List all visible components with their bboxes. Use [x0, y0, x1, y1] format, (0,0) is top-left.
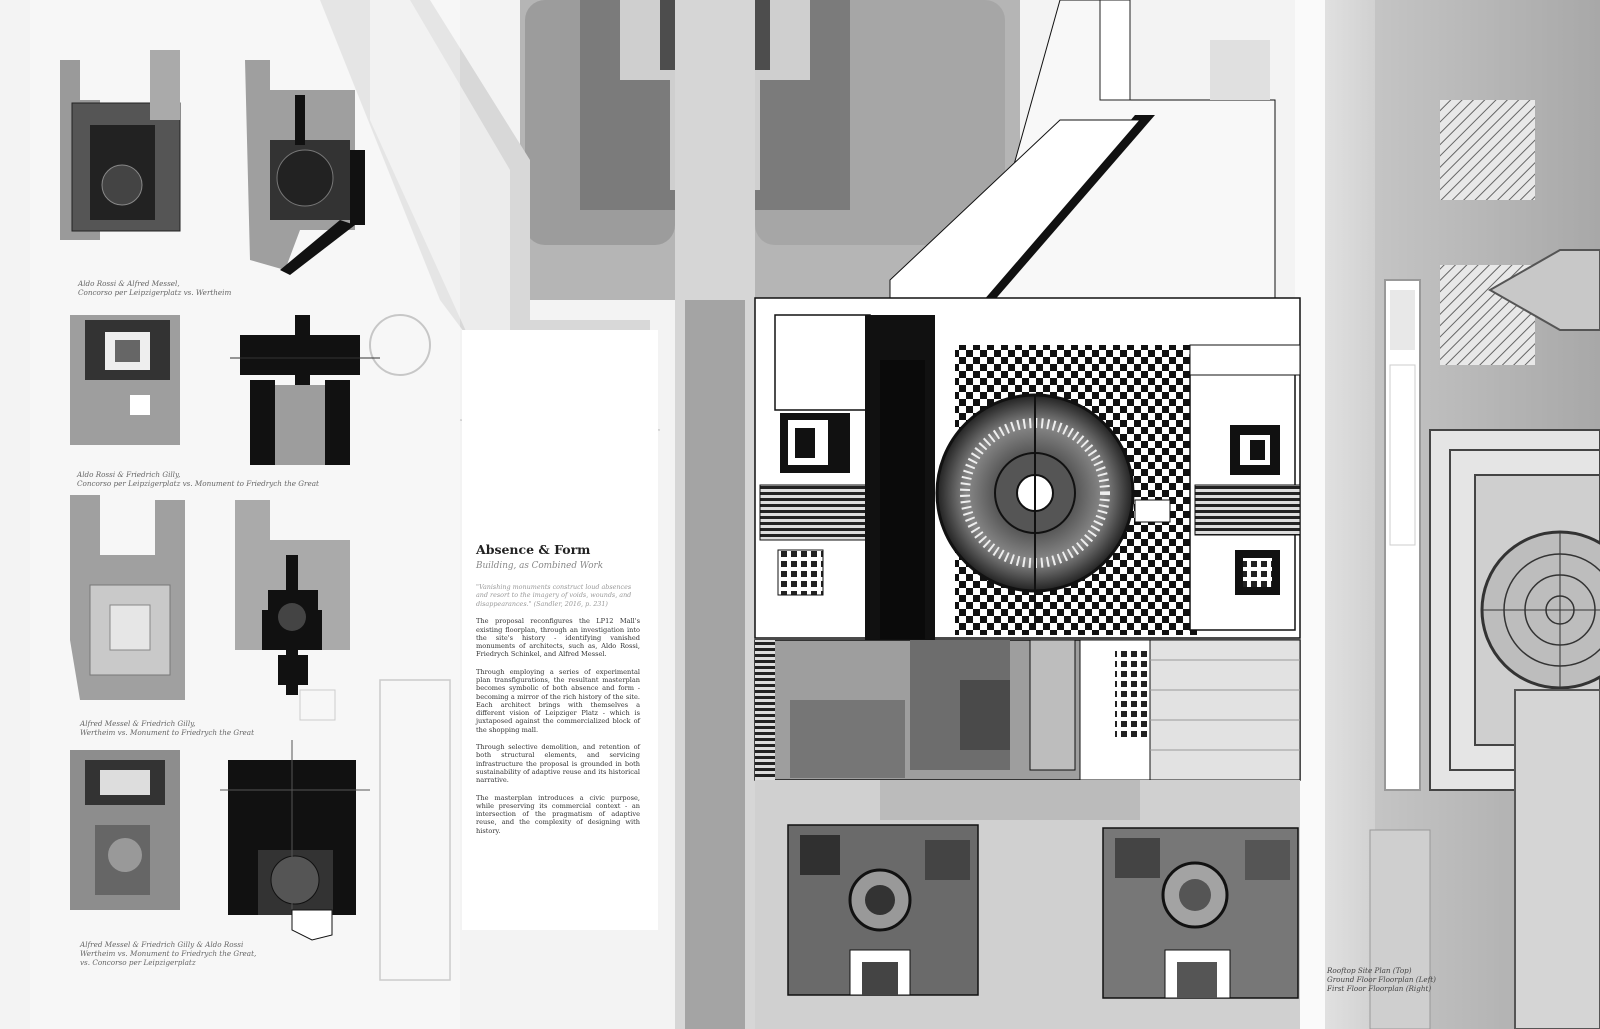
caption-messel-gilly: Alfred Messel & Friedrich Gilly, Werthei… — [80, 719, 254, 737]
caption-line: Alfred Messel & Friedrich Gilly & Aldo R… — [80, 940, 244, 949]
caption-rossi-messel: Aldo Rossi & Alfred Messel, Concorso per… — [78, 279, 231, 297]
caption-line: Concorso per Leipzigerplatz vs. Wertheim — [78, 288, 232, 297]
plan-rossi-gilly-a — [70, 315, 180, 445]
caption-line: Concorso per Leipzigerplatz vs. Monument… — [77, 479, 319, 488]
caption-line: Wertheim vs. Monument to Friedrych the G… — [80, 728, 254, 737]
legend-line: First Floor Floorplan (Right) — [1327, 984, 1432, 993]
plan-messel-gilly-b — [235, 500, 350, 695]
caption-messel-gilly-rossi: Alfred Messel & Friedrich Gilly & Aldo R… — [80, 940, 256, 967]
plan-messel-gilly-rossi-a — [70, 750, 180, 910]
panel-quote: "Vanishing monuments construct loud abse… — [476, 583, 632, 608]
legend-plans: Rooftop Site Plan (Top) Ground Floor Flo… — [1327, 966, 1436, 993]
paragraph: The masterplan introduces a civic purpos… — [476, 793, 640, 835]
paragraph: The proposal reconfigures the LP12 Mall'… — [476, 617, 640, 659]
panel-subtitle: Building, as Combined Work — [476, 561, 604, 571]
panel-title: Absence & Form — [476, 542, 591, 557]
paragraph: Through employing a series of experiment… — [476, 667, 640, 734]
plan-rossi-gilly-b — [230, 315, 380, 465]
panel-content: Absence & Form Building, as Combined Wor… — [476, 542, 640, 835]
text-panel: Absence & Form Building, as Combined Wor… — [462, 330, 658, 930]
plan-rossi-messel-b — [245, 60, 365, 275]
plan-messel-gilly-rossi-b — [220, 740, 370, 941]
caption-line: vs. Concorso per Leipzigerplatz — [80, 958, 196, 967]
caption-line: Wertheim vs. Monument to Friedrych the G… — [80, 949, 257, 958]
paragraph: Through selective demolition, and retent… — [476, 743, 640, 785]
legend-line: Ground Floor Floorplan (Left) — [1327, 975, 1436, 984]
caption-line: Alfred Messel & Friedrich Gilly, — [80, 719, 196, 728]
plan-rossi-messel-a — [60, 50, 181, 240]
caption-line: Aldo Rossi & Alfred Messel, — [78, 279, 180, 288]
caption-rossi-gilly: Aldo Rossi & Friedrich Gilly, Concorso p… — [77, 470, 319, 488]
plan-messel-gilly-a — [70, 495, 185, 700]
caption-line: Aldo Rossi & Friedrich Gilly, — [77, 470, 181, 479]
legend-line: Rooftop Site Plan (Top) — [1327, 966, 1412, 975]
